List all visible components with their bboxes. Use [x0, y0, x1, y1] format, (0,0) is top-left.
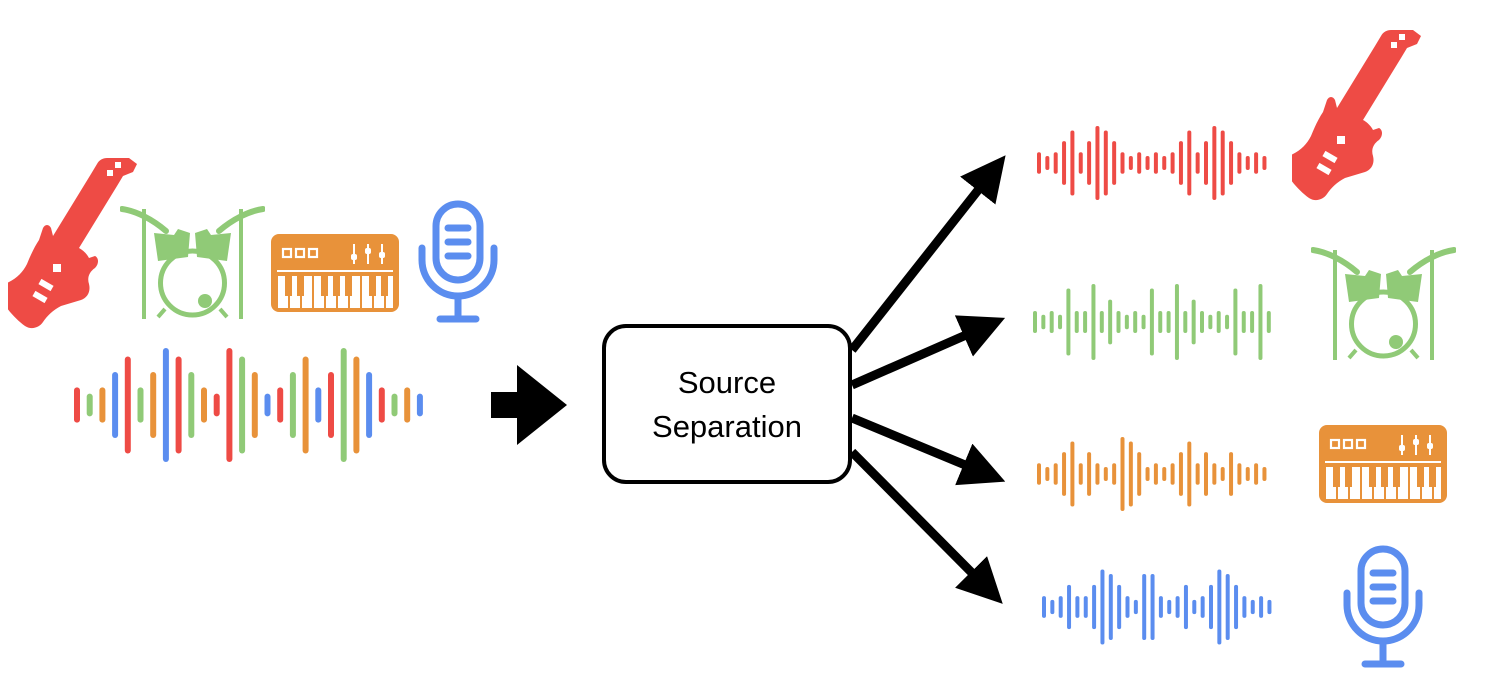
vocals-waveform — [1042, 569, 1272, 645]
keyboard-icon — [271, 234, 399, 312]
input-instruments — [8, 158, 494, 329]
keyboard-waveform — [1037, 437, 1267, 511]
drums-icon — [122, 209, 263, 319]
process-label-line1: Source — [678, 365, 776, 400]
microphone-icon — [422, 204, 494, 319]
output-instruments — [1292, 30, 1454, 664]
microphone-icon — [1347, 549, 1419, 664]
arrow-to-vocals — [848, 448, 1003, 604]
guitar-waveform — [1037, 126, 1267, 200]
drums-icon — [1313, 250, 1454, 360]
arrow-to-drums — [850, 315, 1006, 390]
input-arrow-icon — [491, 365, 567, 445]
guitar-icon — [1292, 30, 1421, 201]
output-arrows — [848, 155, 1006, 604]
keyboard-icon — [1319, 425, 1447, 503]
process-box-border — [602, 324, 852, 484]
arrow-to-keyboard — [850, 413, 1006, 486]
process-label-line2: Separation — [652, 409, 802, 444]
guitar-icon — [8, 158, 137, 329]
drums-waveform — [1033, 284, 1271, 360]
mixture-waveform — [74, 348, 423, 462]
arrow-to-guitar — [848, 155, 1006, 353]
source-separation-box: Source Separation — [602, 324, 852, 484]
